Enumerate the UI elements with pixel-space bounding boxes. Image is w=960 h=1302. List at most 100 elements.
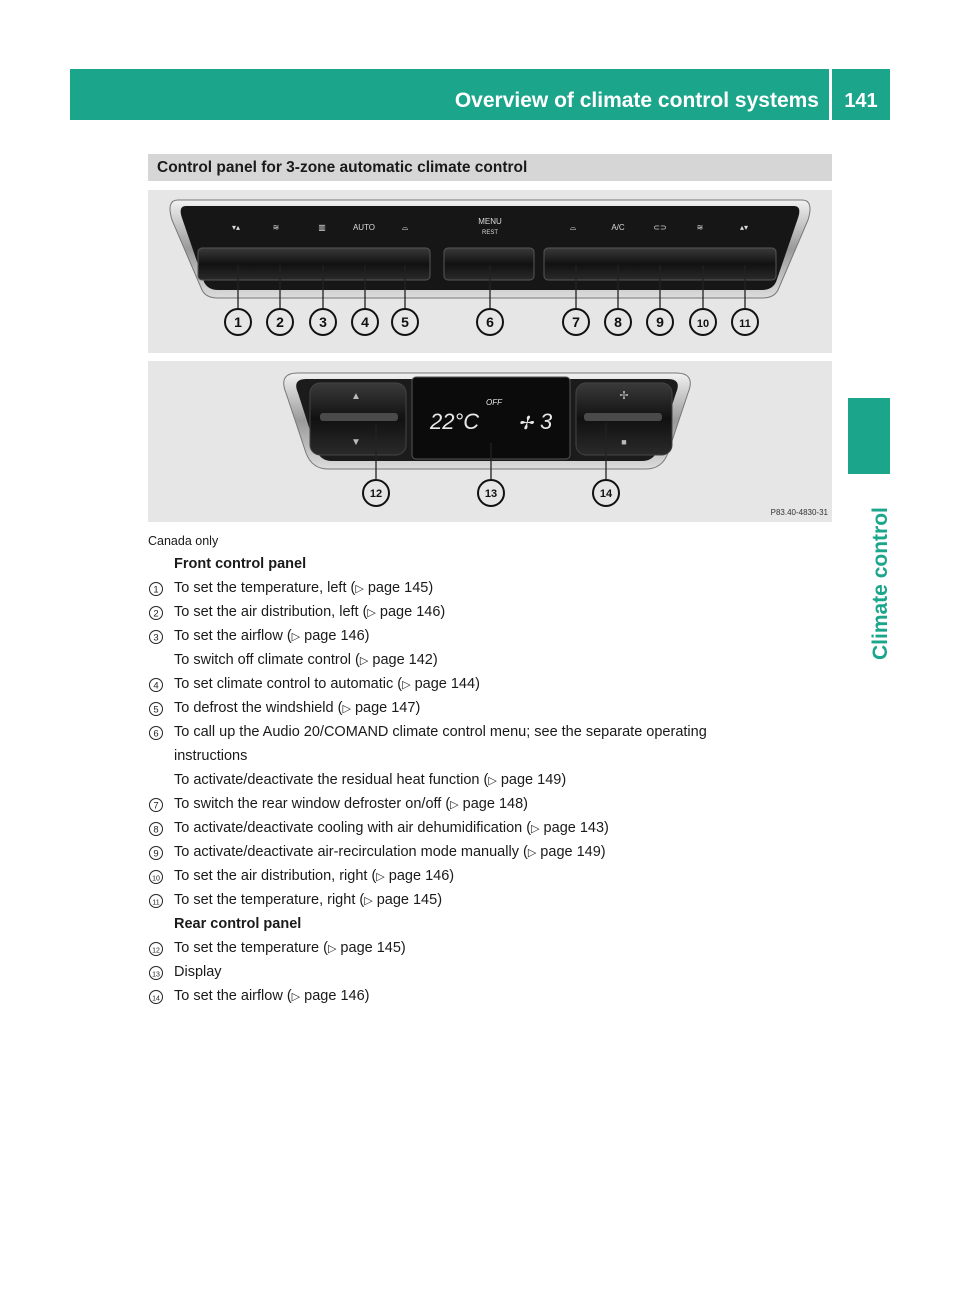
legend-item: To set the air distribution, right (▷ pa… — [174, 868, 455, 884]
chapter-tab: Climate control — [848, 480, 892, 660]
front-panel-drawing: ▾▴ ≋ ▥ AUTO ⌓ MENU REST ⌓ A/C ⊂⊃ ≋ ▴▾ — [169, 199, 811, 336]
svg-text:12: 12 — [370, 488, 382, 500]
callout-number: 7 — [153, 801, 158, 812]
page-reference-arrow-icon: ▷ — [291, 991, 301, 1003]
legend-item: To activate/deactivate the residual heat… — [174, 772, 567, 788]
callout-number: 9 — [153, 849, 158, 860]
svg-text:14: 14 — [600, 488, 613, 500]
svg-text:3: 3 — [319, 314, 327, 330]
page-reference[interactable]: page 142 — [368, 652, 433, 668]
legend-item: To set the temperature (▷ page 145) — [174, 940, 406, 956]
svg-text:⌓: ⌓ — [402, 223, 409, 232]
svg-text:✢: ✢ — [619, 390, 628, 402]
legend-item: To activate/deactivate cooling with air … — [174, 820, 609, 836]
svg-text:▾▴: ▾▴ — [232, 223, 240, 232]
legend-item-text: To switch off climate control ( — [174, 652, 360, 668]
svg-text:10: 10 — [697, 318, 709, 330]
page-reference[interactable]: page 145 — [363, 580, 429, 596]
svg-text:22°C: 22°C — [429, 409, 479, 434]
chapter-tab-label: Climate control — [869, 507, 892, 660]
svg-text:8: 8 — [614, 314, 622, 330]
callout-number-icon: 4 — [148, 677, 166, 695]
page-reference[interactable]: page 146 — [300, 988, 365, 1004]
callout-number-icon: 8 — [148, 821, 166, 839]
legend-item: Display — [174, 964, 222, 980]
page-reference[interactable]: page 146 — [375, 604, 441, 620]
legend-item-text: To call up the Audio 20/COMAND climate c… — [174, 724, 707, 740]
callout-number: 8 — [153, 825, 158, 836]
page-reference-arrow-icon: ▷ — [527, 847, 537, 859]
legend-item-text: To activate/deactivate the residual heat… — [174, 772, 489, 788]
svg-text:▴▾: ▴▾ — [740, 223, 748, 232]
legend-item-text: To set climate control to automatic ( — [174, 676, 403, 692]
callout-number-icon: 13 — [148, 965, 166, 983]
page-reference[interactable]: page 149 — [536, 844, 601, 860]
section-title: Control panel for 3-zone automatic clima… — [148, 154, 832, 181]
page-reference[interactable]: page 146 — [300, 628, 365, 644]
callout-number-icon: 9 — [148, 845, 166, 863]
legend-item: To switch off climate control (▷ page 14… — [174, 652, 438, 668]
legend-item: To defrost the windshield (▷ page 147) — [174, 700, 421, 716]
svg-text:✢: ✢ — [518, 413, 535, 433]
callout-number: 13 — [152, 972, 160, 979]
page-reference[interactable]: page 147 — [350, 700, 416, 716]
svg-text:11: 11 — [739, 318, 751, 330]
svg-text:AUTO: AUTO — [353, 223, 375, 232]
callout-number: 1 — [153, 585, 158, 596]
callout-number: 2 — [153, 609, 158, 620]
svg-text:7: 7 — [572, 314, 580, 330]
legend-item-text: To set the airflow ( — [174, 988, 292, 1004]
callout-number: 6 — [153, 729, 158, 740]
callout-number-icon: 6 — [148, 725, 166, 743]
page-reference[interactable]: page 143 — [539, 820, 605, 836]
svg-text:4: 4 — [361, 314, 369, 330]
svg-text:⊂⊃: ⊂⊃ — [653, 223, 666, 232]
page-number: 141 — [844, 90, 878, 112]
page-reference[interactable]: page 144 — [410, 676, 476, 692]
svg-text:⌓: ⌓ — [570, 223, 577, 232]
page-reference[interactable]: page 145 — [336, 940, 401, 956]
page-reference[interactable]: page 148 — [458, 796, 524, 812]
callout-number: 14 — [152, 996, 160, 1003]
page-reference-arrow-icon: ▷ — [291, 631, 301, 643]
legend-item: To set the temperature, right (▷ page 14… — [174, 892, 443, 908]
legend-item-text: To defrost the windshield ( — [174, 700, 343, 716]
callout-number: 10 — [152, 876, 160, 883]
legend-item-text: To activate/deactivate cooling with air … — [174, 820, 532, 836]
page-reference-arrow-icon: ▷ — [450, 799, 459, 811]
page-reference-arrow-icon: ▷ — [327, 943, 337, 955]
legend-item: To switch the rear window defroster on/o… — [174, 796, 528, 812]
svg-text:■: ■ — [621, 437, 626, 447]
page-reference[interactable]: page 146 — [384, 868, 450, 884]
legend-item-text: To set the air distribution, right ( — [174, 868, 377, 884]
legend-item-text: Display — [174, 964, 222, 980]
svg-text:▲: ▲ — [351, 391, 361, 402]
svg-text:REST: REST — [482, 230, 498, 236]
svg-text:9: 9 — [656, 314, 664, 330]
callout-number: 12 — [152, 948, 160, 955]
svg-text:6: 6 — [486, 314, 494, 330]
svg-text:13: 13 — [485, 488, 497, 500]
legend-item: To set the air distribution, left (▷ pag… — [174, 604, 446, 620]
callout-number-icon: 12 — [148, 941, 166, 959]
callout-number-icon: 5 — [148, 701, 166, 719]
front-control-panel-image: ▾▴ ≋ ▥ AUTO ⌓ MENU REST ⌓ A/C ⊂⊃ ≋ ▴▾ — [148, 190, 832, 353]
callout-number: 4 — [153, 681, 158, 692]
page-reference-arrow-icon: ▷ — [376, 871, 385, 883]
page-reference-arrow-icon: ▷ — [367, 607, 376, 619]
page-reference-arrow-icon: ▷ — [488, 775, 497, 787]
page-reference[interactable]: page 149 — [496, 772, 562, 788]
page-reference-arrow-icon: ▷ — [531, 823, 540, 835]
legend-item-text: To set the temperature, right ( — [174, 892, 365, 908]
callout-number-icon: 1 — [148, 581, 166, 599]
page-reference-arrow-icon: ▷ — [359, 655, 369, 667]
chapter-tab-marker — [848, 398, 890, 474]
legend-item: To call up the Audio 20/COMAND climate c… — [174, 724, 707, 740]
svg-text:1: 1 — [234, 314, 242, 330]
svg-text:MENU: MENU — [478, 217, 502, 226]
svg-text:≋: ≋ — [273, 223, 280, 232]
legend-item: To set the airflow (▷ page 146) — [174, 988, 370, 1004]
page-reference[interactable]: page 145 — [372, 892, 438, 908]
